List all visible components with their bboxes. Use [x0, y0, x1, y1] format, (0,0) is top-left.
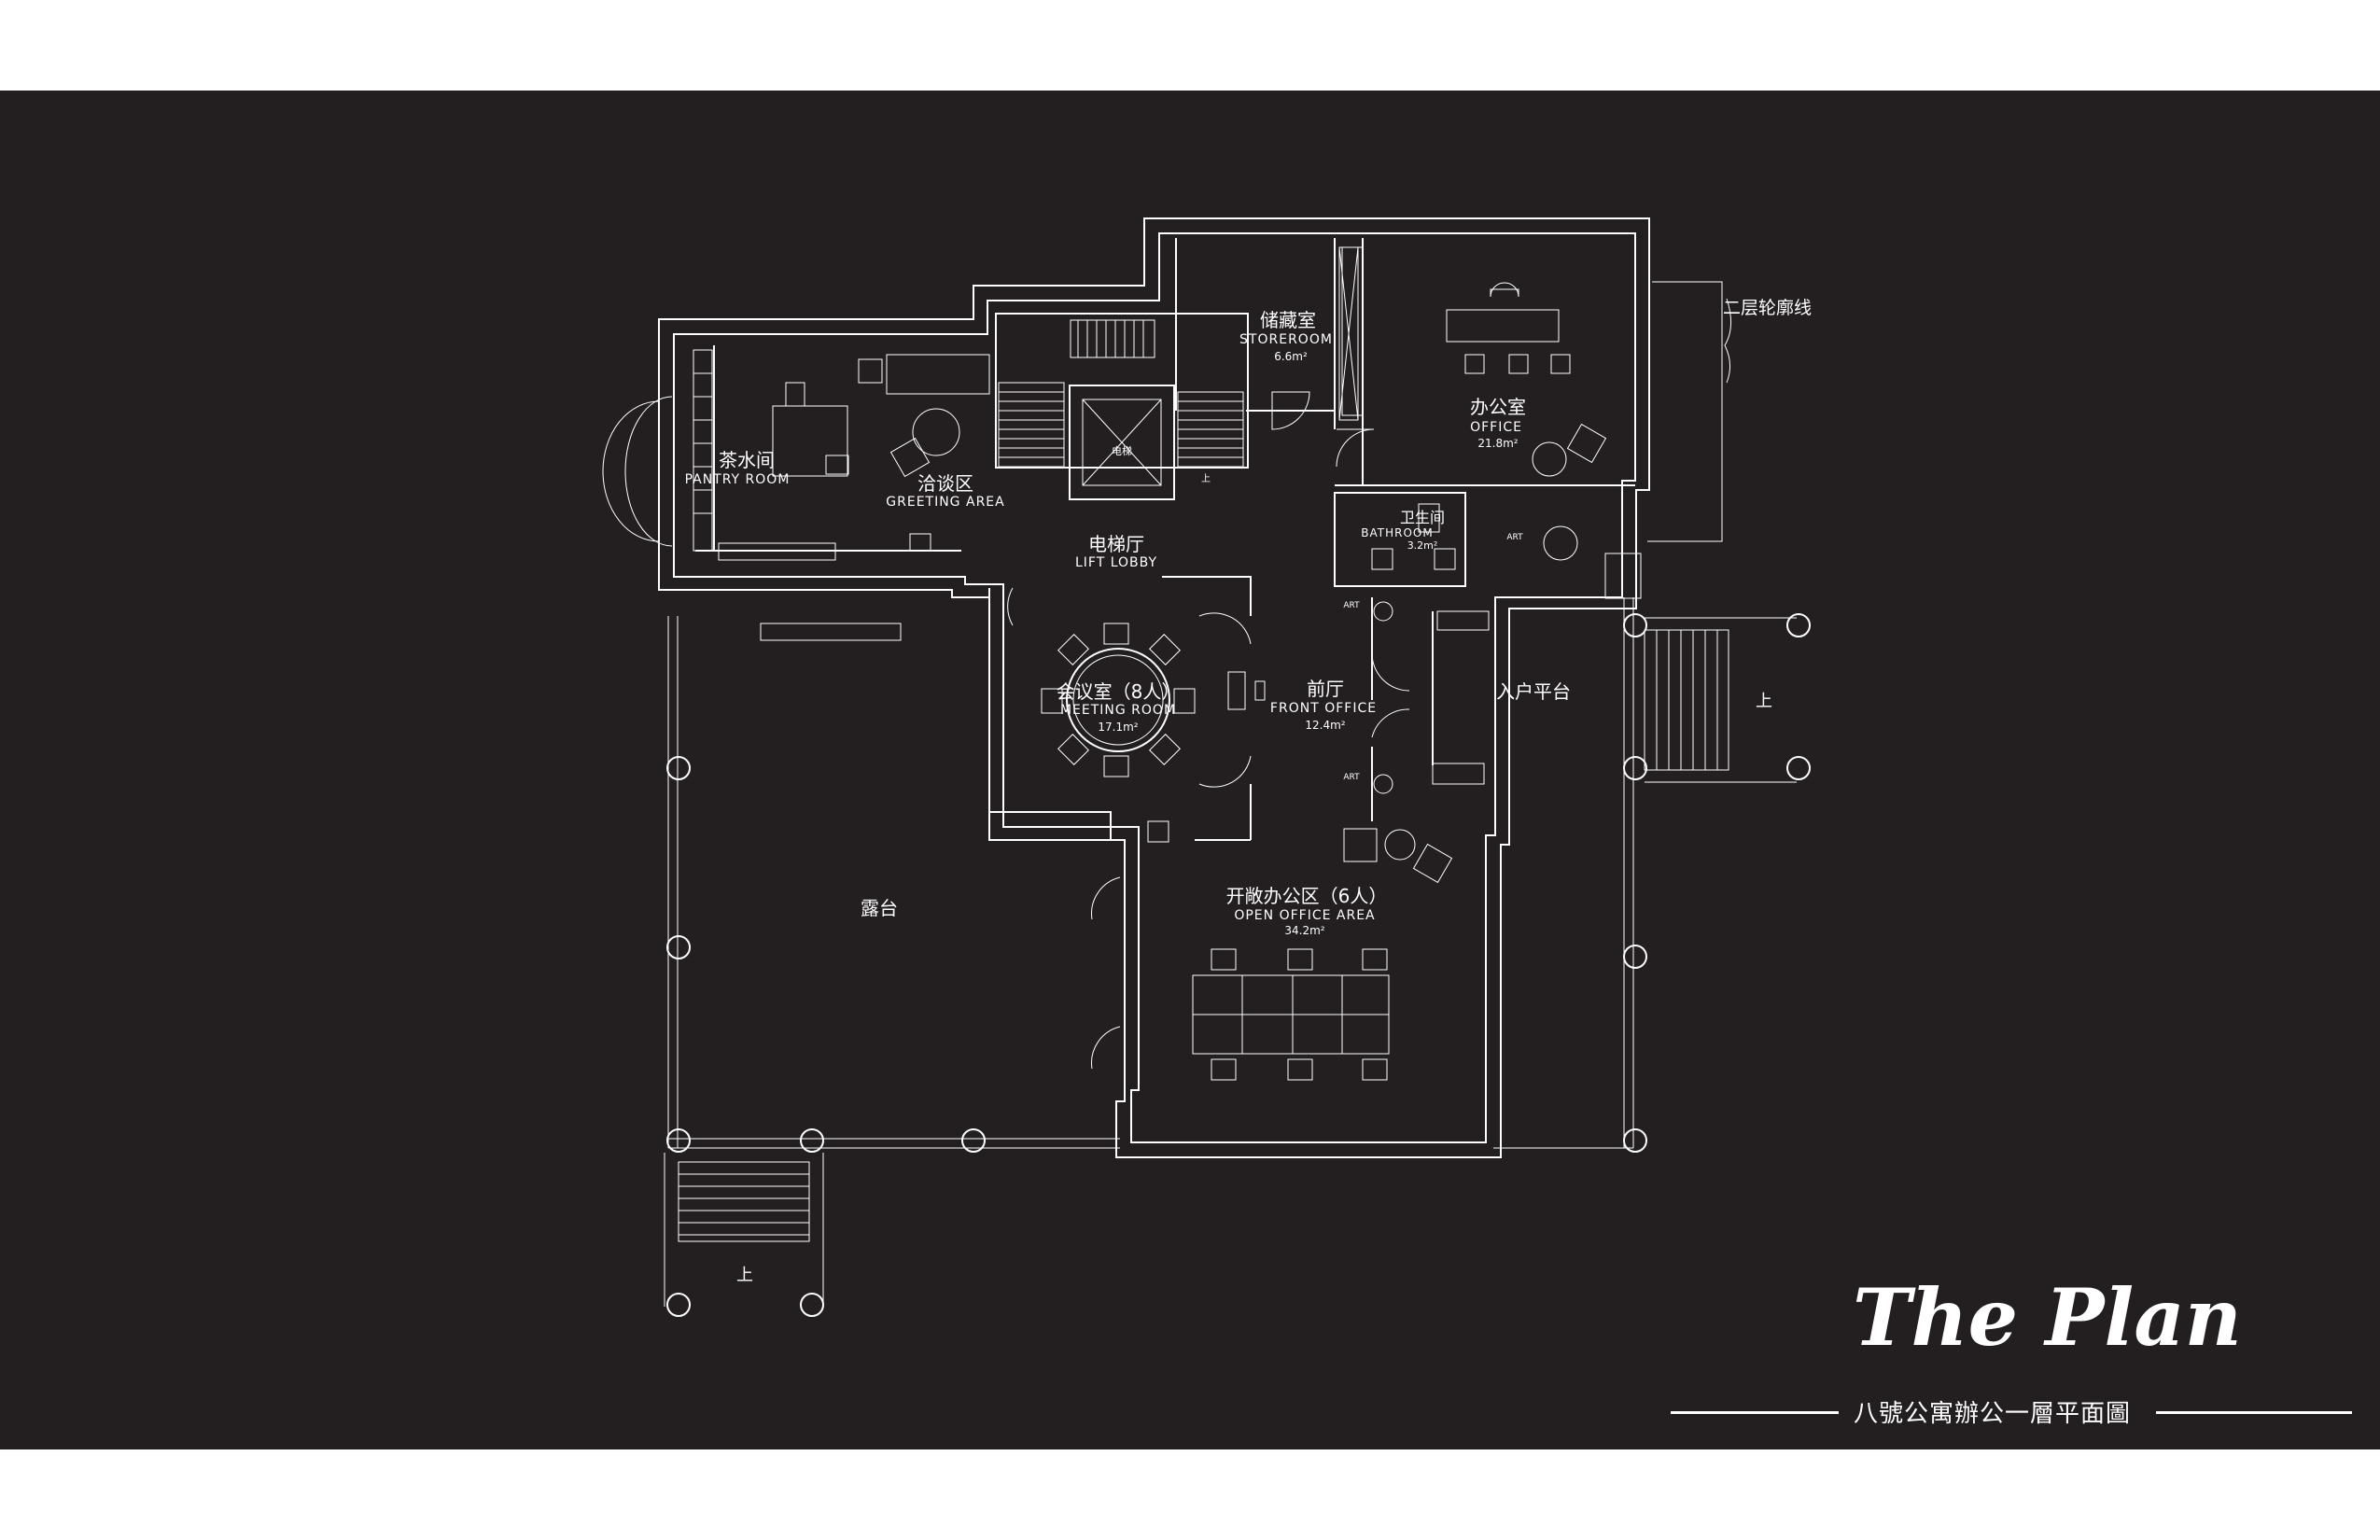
- room-labels: 储藏室 STOREROOM 6.6m² 办公室 OFFICE 21.8m² 茶水…: [685, 309, 1571, 937]
- furniture: [693, 246, 1642, 1081]
- drawing-sheet: 储藏室 STOREROOM 6.6m² 办公室 OFFICE 21.8m² 茶水…: [0, 91, 2380, 1449]
- bathroom-area: 3.2m²: [1407, 539, 1438, 552]
- meeting-room-area: 17.1m²: [1098, 721, 1138, 734]
- doors: [1007, 391, 1410, 1070]
- open-office-name: 开敞办公区（6人）: [1226, 885, 1388, 907]
- terrace-name: 露台: [861, 897, 898, 919]
- greeting-name-en: GREETING AREA: [886, 495, 1004, 510]
- bathroom-name-en: BATHROOM: [1361, 526, 1433, 539]
- art-label-1: ART: [1343, 601, 1360, 610]
- plan-subtitle: 八號公寓辦公一層平面圖: [1854, 1400, 2132, 1428]
- storeroom-name: 储藏室: [1260, 309, 1316, 331]
- front-office-name: 前厅: [1307, 678, 1344, 700]
- floor-plan: 储藏室 STOREROOM 6.6m² 办公室 OFFICE 21.8m² 茶水…: [602, 217, 1812, 1317]
- title-block: The Plan 八號公寓辦公一層平面圖: [1671, 1271, 2361, 1495]
- art-label-3: ART: [1506, 533, 1523, 542]
- office-name-en: OFFICE: [1470, 420, 1522, 435]
- up-arrow-label-east: 上: [1756, 692, 1772, 711]
- columns: [666, 613, 1811, 1317]
- greeting-name: 洽谈区: [917, 472, 973, 495]
- lift-lobby-name: 电梯厅: [1088, 533, 1144, 555]
- lift-label: 电梯: [1112, 445, 1132, 457]
- open-office-area: 34.2m²: [1284, 924, 1324, 937]
- plan-title: The Plan: [1853, 1271, 2242, 1364]
- upper-floor-outline-note: 二层轮廓线: [1723, 298, 1812, 318]
- terrace-railing: [667, 597, 1634, 1149]
- pantry-name: 茶水间: [719, 449, 775, 471]
- open-office-name-en: OPEN OFFICE AREA: [1234, 908, 1375, 923]
- storeroom-name-en: STOREROOM: [1239, 332, 1333, 347]
- front-office-area: 12.4m²: [1305, 719, 1345, 732]
- bathroom-name: 卫生间: [1400, 509, 1445, 526]
- title-rule-right: [2156, 1411, 2352, 1414]
- pantry-name-en: PANTRY ROOM: [685, 472, 791, 487]
- storeroom-area: 6.6m²: [1274, 350, 1308, 363]
- art-label-2: ART: [1343, 773, 1360, 782]
- meeting-room-name: 会议室（8人）: [1057, 680, 1181, 703]
- annotations: 二层轮廓线 上 上 上 电梯 ART ART ART: [736, 298, 1812, 1285]
- stairs: [664, 319, 1797, 1307]
- up-arrow-label-south: 上: [736, 1266, 753, 1285]
- title-rule-left: [1671, 1411, 1839, 1414]
- exterior-walls: [658, 217, 1650, 1158]
- front-office-name-en: FRONT OFFICE: [1270, 701, 1377, 716]
- office-name: 办公室: [1470, 396, 1526, 418]
- up-arrow-label-stair: 上: [1201, 473, 1211, 484]
- meeting-room-name-en: MEETING ROOM: [1060, 703, 1176, 718]
- lift-lobby-name-en: LIFT LOBBY: [1075, 555, 1157, 570]
- office-area: 21.8m²: [1477, 437, 1518, 450]
- entry-platform-name: 入户平台: [1496, 680, 1571, 703]
- interior-walls: [602, 238, 1731, 841]
